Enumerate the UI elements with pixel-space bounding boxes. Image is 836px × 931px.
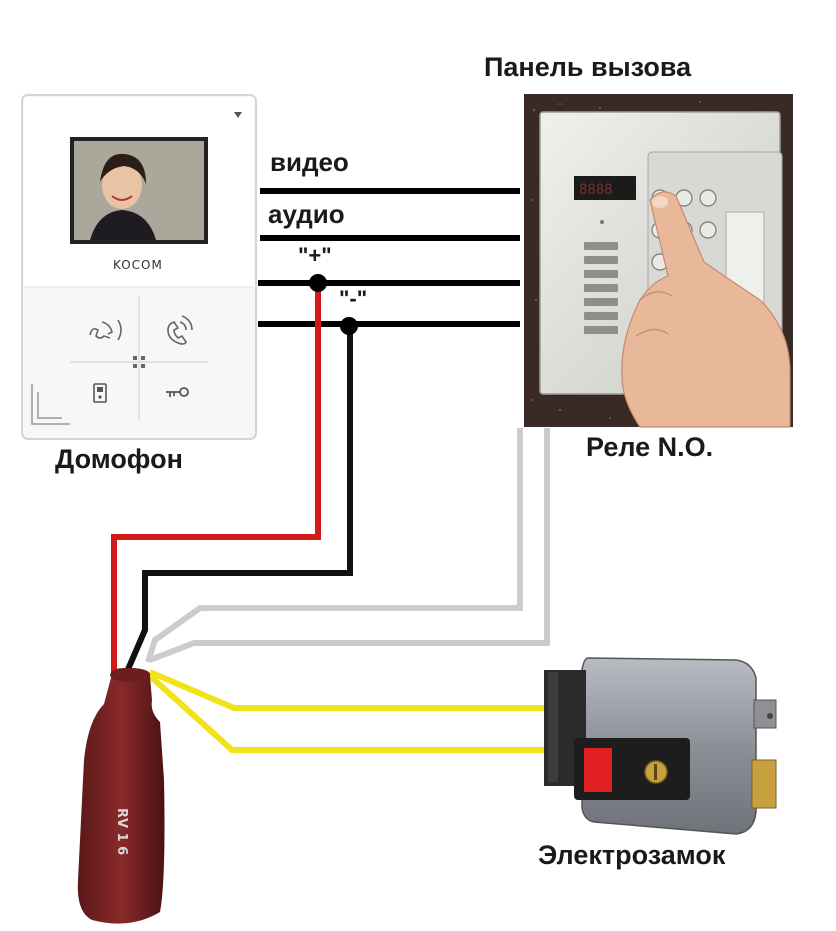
finger-pressing-icon: [621, 191, 791, 428]
plus-wire-to-relay: [111, 283, 321, 674]
handset-icon[interactable]: [167, 315, 193, 345]
wires: [111, 188, 550, 753]
brand-logo: KOCOM: [113, 258, 163, 272]
intercom-call-icon[interactable]: [89, 319, 122, 341]
door-station-icon[interactable]: [93, 383, 107, 403]
intercom-corner-accent: [31, 384, 70, 425]
intercom-monitor: [21, 94, 257, 440]
relay-wire-2: [148, 428, 550, 663]
junction-dots: [309, 274, 358, 335]
relay-wire-1: [145, 428, 523, 663]
call-panel-display: 8888: [574, 176, 636, 200]
intercom-label: Домофон: [55, 444, 183, 474]
lock-wire-1: [148, 669, 545, 711]
speaker-grille: [584, 242, 618, 334]
minus-label: "-": [339, 286, 368, 311]
key-icon[interactable]: [166, 387, 189, 397]
audio-label: аудио: [268, 199, 345, 229]
lock-label: Электрозамок: [538, 840, 726, 870]
intercom-screen: [70, 137, 208, 244]
center-dots-icon: [133, 356, 145, 368]
mode-indicator-icon: [234, 112, 242, 118]
svg-text:RV 1 6: RV 1 6: [114, 808, 129, 855]
relay-label: Реле N.O.: [586, 432, 714, 462]
video-label: видео: [270, 147, 349, 177]
relay-module: RV 1 6: [77, 668, 165, 924]
lock-wire-2: [147, 673, 545, 753]
svg-text:8888: 8888: [579, 182, 613, 198]
electric-lock: [544, 657, 777, 835]
call-panel-label: Панель вызова: [484, 52, 692, 82]
call-panel-photo: 8888: [524, 94, 793, 428]
plus-label: "+": [298, 243, 332, 268]
minus-wire-to-relay: [123, 326, 353, 676]
